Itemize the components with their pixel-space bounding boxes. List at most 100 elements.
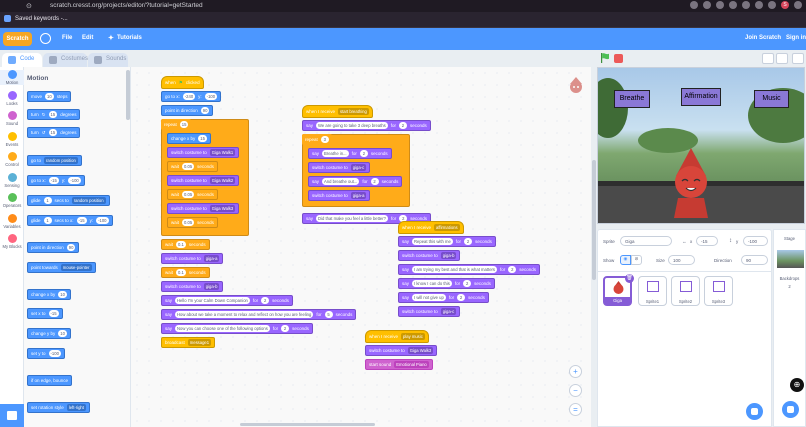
block-input[interactable]: We are going to take 3 deep breaths <box>316 122 388 129</box>
bookmark-saved-keywords[interactable]: Saved keywords -... <box>4 15 68 22</box>
block-dropdown[interactable]: random position <box>44 157 78 164</box>
extension-icon[interactable] <box>742 1 750 9</box>
block-input[interactable]: I know I can do this <box>412 280 452 287</box>
site-info-icon[interactable]: ⊙ <box>26 3 32 10</box>
extension-icon[interactable] <box>768 1 776 9</box>
block-dropdown[interactable]: giga-b <box>440 252 457 259</box>
block-dropdown[interactable]: mouse-pointer <box>60 264 92 271</box>
category-variables[interactable]: Variables <box>0 213 24 229</box>
block-dropdown[interactable]: Giga Walk3 <box>407 347 434 354</box>
block-dropdown[interactable]: Giga Walk2 <box>209 177 236 184</box>
extension-icon[interactable] <box>716 1 724 9</box>
extension-icon[interactable] <box>755 1 763 9</box>
giga-sprite[interactable] <box>666 146 716 218</box>
y-input[interactable]: -100 <box>743 236 768 246</box>
set-x-block[interactable]: set x to-15 <box>27 308 63 319</box>
block-input[interactable]: 15 <box>198 135 207 142</box>
block-input[interactable]: 2 <box>359 150 368 157</box>
category-operators[interactable]: Operators <box>0 193 24 208</box>
block-input[interactable]: 0.05 <box>182 219 195 226</box>
accessibility-icon[interactable]: ⊕ <box>790 378 804 392</box>
block-input[interactable]: 10 <box>58 330 67 337</box>
extension-icon[interactable] <box>703 1 711 9</box>
block-input[interactable]: How about we take a moment to relax and … <box>175 311 314 318</box>
show-eye-button[interactable]: ◉ <box>620 255 631 265</box>
sprite-name-input[interactable]: Giga <box>620 236 672 246</box>
block-input[interactable]: 2 <box>463 280 472 287</box>
block-input[interactable]: -100 <box>48 350 61 357</box>
block-input[interactable]: 1 <box>43 217 52 224</box>
block-input[interactable]: 0.1 <box>176 269 186 276</box>
direction-input[interactable]: 90 <box>741 255 768 265</box>
category-my-blocks[interactable]: My Blocks <box>0 234 24 249</box>
sprite-thumb-sprite3[interactable]: Sprite3 <box>704 276 733 306</box>
category-sound[interactable]: Sound <box>0 111 24 126</box>
extension-icon[interactable] <box>690 1 698 9</box>
block-input[interactable]: -240 <box>182 93 196 100</box>
block-dropdown[interactable]: giga-b <box>203 283 220 290</box>
zoom-reset-button[interactable]: = <box>569 403 582 416</box>
block-input[interactable]: 0.1 <box>176 241 186 248</box>
sprite-thumb-giga[interactable]: 🗑 Giga <box>603 274 634 306</box>
block-input[interactable]: 2 <box>398 122 407 129</box>
block-input[interactable]: 90 <box>66 244 76 251</box>
bounce-block[interactable]: if on edge, bounce <box>27 375 73 386</box>
profile-avatar[interactable]: S <box>781 1 789 9</box>
block-input[interactable]: -100 <box>68 177 81 184</box>
stage-thumbnail[interactable] <box>777 250 804 268</box>
size-input[interactable]: 100 <box>668 255 695 265</box>
block-input[interactable]: -15 <box>48 177 59 184</box>
stage-canvas[interactable]: Breathe Affirmation Music <box>597 67 805 224</box>
workspace-horizontal-scrollbar[interactable] <box>240 423 375 426</box>
edit-menu[interactable]: Edit <box>82 35 94 41</box>
zoom-in-button[interactable]: + <box>569 365 582 378</box>
block-dropdown[interactable]: Giga Walk1 <box>209 149 236 156</box>
block-input[interactable]: -15 <box>48 310 59 317</box>
add-extension-button[interactable] <box>0 404 24 427</box>
block-dropdown[interactable]: message1 <box>187 339 212 346</box>
block-input[interactable]: Hello I'm your Calm Down Companion <box>175 297 250 304</box>
block-dropdown[interactable]: Emotional Piano <box>394 361 429 368</box>
block-input[interactable]: 90 <box>200 107 210 114</box>
block-input[interactable]: 5 <box>324 311 333 318</box>
block-dropdown[interactable]: giga-c <box>350 164 367 171</box>
sprite-thumb-sprite1[interactable]: Sprite1 <box>638 276 667 306</box>
block-input[interactable]: 2 <box>370 178 379 185</box>
block-input[interactable]: 2 <box>261 297 270 304</box>
join-scratch-link[interactable]: Join Scratch <box>745 35 782 41</box>
block-input[interactable]: Repeat this with me <box>412 238 453 245</box>
category-motion[interactable]: Motion <box>0 70 24 85</box>
tab-sounds[interactable]: Sounds <box>88 53 128 67</box>
large-stage-button[interactable] <box>776 53 788 64</box>
block-input[interactable]: I am trying my best and that is what mat… <box>412 266 498 273</box>
menu-icon[interactable] <box>794 1 802 9</box>
block-input[interactable]: -15 <box>76 217 87 224</box>
small-stage-button[interactable] <box>762 53 774 64</box>
block-dropdown[interactable]: giga-c <box>440 308 457 315</box>
category-events[interactable]: Events <box>0 131 24 147</box>
